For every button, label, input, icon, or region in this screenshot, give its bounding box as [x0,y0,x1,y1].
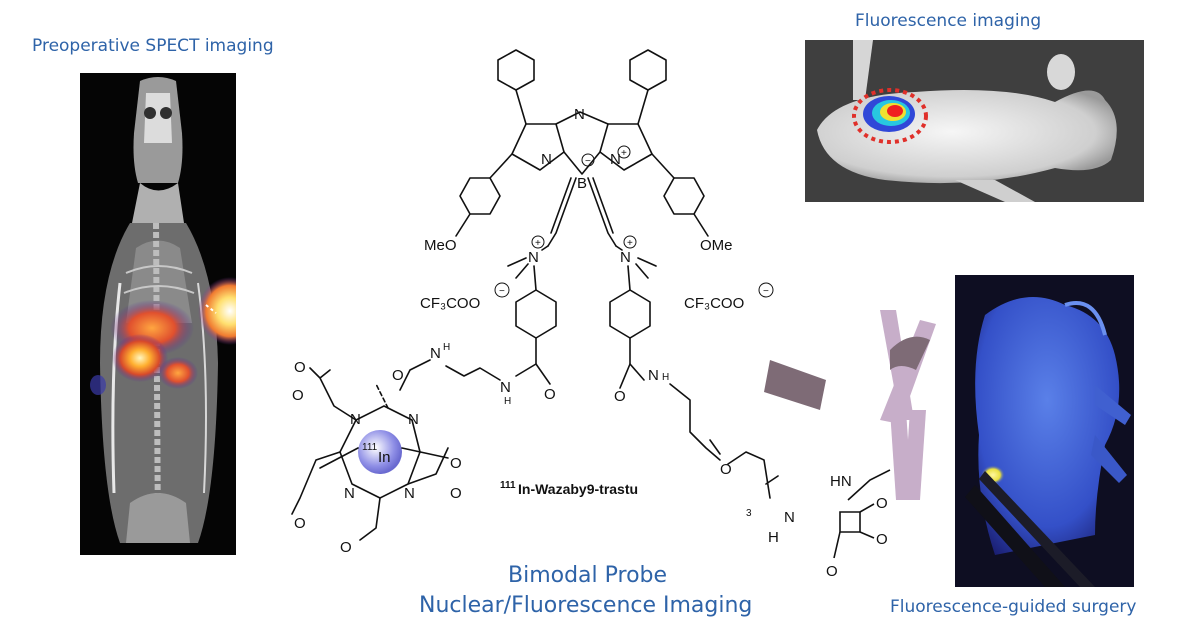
svg-text:B: B [577,175,587,192]
svg-text:N: N [430,345,441,362]
svg-text:N: N [528,249,539,266]
probe-name-label: In-Wazaby9-trastu [518,481,638,497]
svg-text:+: + [627,238,633,249]
svg-text:HN: HN [830,473,852,490]
spect-ct-image [80,73,236,555]
svg-text:H: H [768,529,779,546]
svg-text:O: O [450,455,462,472]
antibody-light-chain-right [890,336,930,370]
svg-text:+: + [621,148,627,159]
svg-text:O: O [544,386,556,403]
svg-text:O: O [614,388,626,405]
spect-imaging-caption: Preoperative SPECT imaging [32,36,274,56]
svg-text:N: N [620,249,631,266]
svg-text:N: N [500,379,511,396]
metal-isotope-label: 111 [362,442,378,453]
svg-text:O: O [340,539,352,556]
aza-bodipy-core [455,49,709,247]
svg-text:O: O [392,367,404,384]
svg-text:N: N [541,151,552,168]
svg-text:N: N [574,106,585,123]
svg-text:O: O [826,563,838,580]
svg-text:−: − [585,156,591,167]
svg-text:O: O [876,495,888,512]
indium-111-atom [358,430,402,474]
svg-text:H: H [443,342,450,353]
svg-text:O: O [294,515,306,532]
svg-text:O: O [294,359,306,376]
svg-text:O: O [292,387,304,404]
svg-text:+: + [535,238,541,249]
svg-text:N: N [784,509,795,526]
counterion-left-label: CF₃COO [420,295,480,312]
probe-isotope-label: 111 [500,480,516,491]
antibody-conjugate: HN O O O [764,310,936,580]
dota-chelator [291,367,449,541]
svg-text:N: N [350,411,361,428]
svg-text:H: H [504,396,511,407]
svg-text:O: O [876,531,888,548]
methoxy-left-label: MeO [424,237,457,254]
svg-text:H: H [662,372,669,383]
fluorescence-surgery-caption: Fluorescence-guided surgery [890,597,1137,617]
svg-text:N: N [408,411,419,428]
svg-text:O: O [450,485,462,502]
svg-text:N: N [404,485,415,502]
svg-text:−: − [499,286,505,297]
nuclear-fluorescence-caption: Nuclear/Fluorescence Imaging [419,593,753,618]
fluorescence-imaging-caption: Fluorescence imaging [855,11,1042,31]
bimodal-probe-caption: Bimodal Probe [508,563,668,588]
svg-text:N: N [610,151,621,168]
chemical-structure: N N N B − + MeO OMe N N + + CF₃COO − CF₃… [280,28,800,588]
counterion-right-label: CF₃COO [684,295,744,312]
svg-text:N: N [648,367,659,384]
fluorescence-mouse-image [805,40,1144,202]
svg-text:−: − [763,286,769,297]
svg-text:N: N [344,485,355,502]
svg-text:O: O [720,461,732,478]
fluorescence-surgery-image [955,275,1134,587]
metal-symbol-label: In [378,449,391,466]
svg-text:3: 3 [746,508,752,519]
methoxy-right-label: OMe [700,237,733,254]
antibody-light-chain-left [764,360,826,410]
